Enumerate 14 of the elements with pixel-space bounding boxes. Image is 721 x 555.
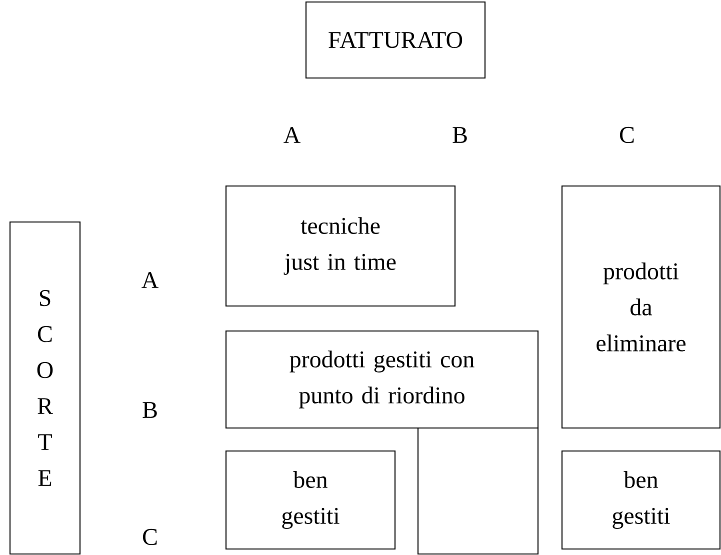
grid-letter: A bbox=[142, 272, 158, 288]
label-box: prodotti gestiti con punto di riordino bbox=[225, 330, 539, 429]
label-box: FATTURATO bbox=[305, 1, 486, 79]
label-box: prodotti da eliminare bbox=[561, 185, 721, 429]
label-box: ben gestiti bbox=[225, 450, 396, 550]
grid-letter: A bbox=[284, 127, 300, 143]
label-box: tecniche just in time bbox=[225, 185, 456, 307]
empty-box bbox=[417, 427, 539, 555]
grid-letter: C bbox=[620, 126, 634, 144]
grid-letter: B bbox=[142, 402, 157, 418]
grid-letter: C bbox=[142, 528, 157, 546]
grid-letter: B bbox=[452, 127, 467, 143]
label-box: ben gestiti bbox=[561, 450, 721, 550]
vertical-label-box: S C O R T E bbox=[9, 221, 81, 555]
